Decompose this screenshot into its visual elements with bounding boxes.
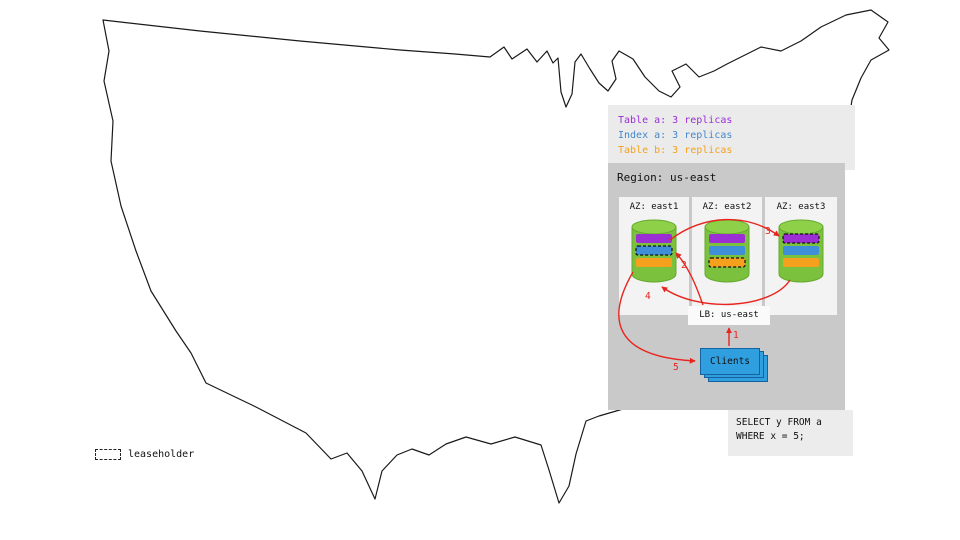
cylinder-top [631,219,677,235]
arrow-label-5: 5 [673,362,679,373]
index-a-replica-band [783,246,819,255]
load-balancer: LB: us-east [688,306,770,325]
table-b-replica-band [783,258,819,267]
cylinder-top [778,219,824,235]
az-east1: AZ: east1 [619,197,689,315]
db-node-east2 [704,219,750,283]
clients-box: Clients [700,348,760,375]
table-a-leaseholder-band [782,233,820,244]
leaseholder-swatch-icon [95,449,121,460]
db-node-east3 [778,219,824,283]
clients-stack: Clients [700,348,770,384]
table-a-replica-band [636,234,672,243]
region-us-east: Region: us-east AZ: east1 AZ: east2 [608,163,845,410]
index-a-leaseholder-band [635,245,673,256]
cylinder-top [704,219,750,235]
leaseholder-label: leaseholder [128,449,195,460]
az-east3: AZ: east3 [765,197,837,315]
clients-label: Clients [709,356,751,367]
az-east2: AZ: east2 [692,197,762,315]
db-node-east1 [631,219,677,283]
replica-legend: Table a: 3 replicas Index a: 3 replicas … [608,105,855,170]
sql-line-2: WHERE x = 5; [736,431,805,442]
region-title: Region: us-east [617,171,717,184]
lb-label: LB: us-east [699,310,759,320]
az-east2-label: AZ: east2 [702,202,752,212]
table-b-replica-band [636,258,672,267]
az-east1-label: AZ: east1 [629,202,679,212]
arrow-label-3: 3 [765,226,771,237]
table-a-replica-band [709,234,745,243]
sql-line-1: SELECT y FROM a [736,417,822,428]
arrow-label-2: 2 [681,260,687,271]
table-b-leaseholder-band [708,257,746,268]
leaseholder-legend: leaseholder [95,449,194,460]
arrow-label-1: 1 [733,330,739,341]
legend-index-a: Index a: 3 replicas [618,130,733,141]
sql-query: SELECT y FROM a WHERE x = 5; [728,410,853,456]
legend-table-b: Table b: 3 replicas [618,145,733,156]
legend-table-a: Table a: 3 replicas [618,115,733,126]
az-row: AZ: east1 AZ: east2 [619,197,837,315]
arrow-label-4: 4 [645,291,651,302]
az-east3-label: AZ: east3 [776,202,826,212]
index-a-replica-band [709,246,745,255]
us-outline-path [102,9,890,504]
